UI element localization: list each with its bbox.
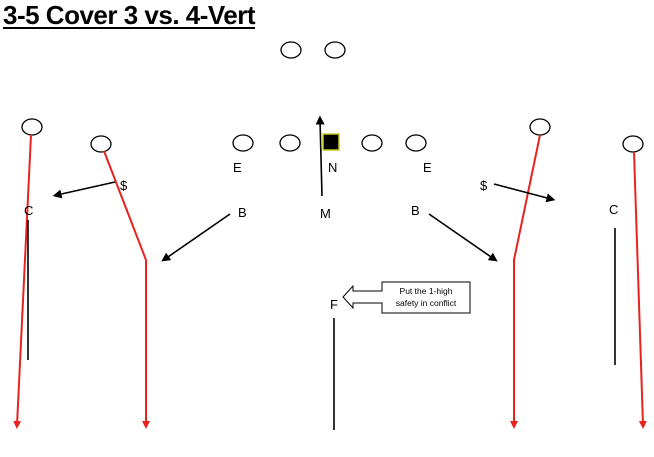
label-n: N — [328, 160, 337, 175]
label-b-right: B — [411, 203, 420, 218]
right-guard — [361, 134, 383, 152]
label-f: F — [330, 297, 338, 312]
backfield-player-left — [280, 41, 302, 59]
nose-rush-arrow — [315, 115, 325, 197]
callout-line-1: Put the 1-high — [400, 286, 453, 296]
b-right-arrow — [428, 213, 498, 262]
receiver-slot-left — [90, 135, 112, 153]
label-m: M — [320, 206, 331, 221]
label-c-right: C — [609, 202, 618, 217]
route-far-right — [633, 151, 647, 429]
label-e-right: E — [423, 160, 432, 175]
b-left-arrow — [161, 213, 231, 262]
diagram-title: 3-5 Cover 3 vs. 4-Vert — [3, 0, 256, 30]
route-far-left — [13, 134, 32, 429]
label-b-left: B — [238, 205, 247, 220]
receiver-far-left — [21, 118, 43, 136]
dollar-left-arrow — [52, 181, 116, 199]
receiver-slot-right — [529, 118, 551, 136]
dollar-right-arrow — [493, 183, 556, 203]
right-tackle — [405, 134, 427, 152]
route-slot-left — [103, 150, 150, 429]
callout-arrow-box — [342, 281, 471, 314]
label-dollar-right: $ — [480, 178, 488, 193]
route-slot-right — [510, 134, 541, 429]
backfield-player-right — [324, 41, 346, 59]
label-dollar-left: $ — [120, 178, 128, 193]
receiver-far-right — [622, 135, 644, 153]
label-c-left: C — [24, 203, 33, 218]
callout-line-2: safety in conflict — [396, 298, 457, 308]
left-guard — [279, 134, 301, 152]
center — [322, 133, 340, 151]
left-tackle — [232, 134, 254, 152]
label-e-left: E — [233, 160, 242, 175]
